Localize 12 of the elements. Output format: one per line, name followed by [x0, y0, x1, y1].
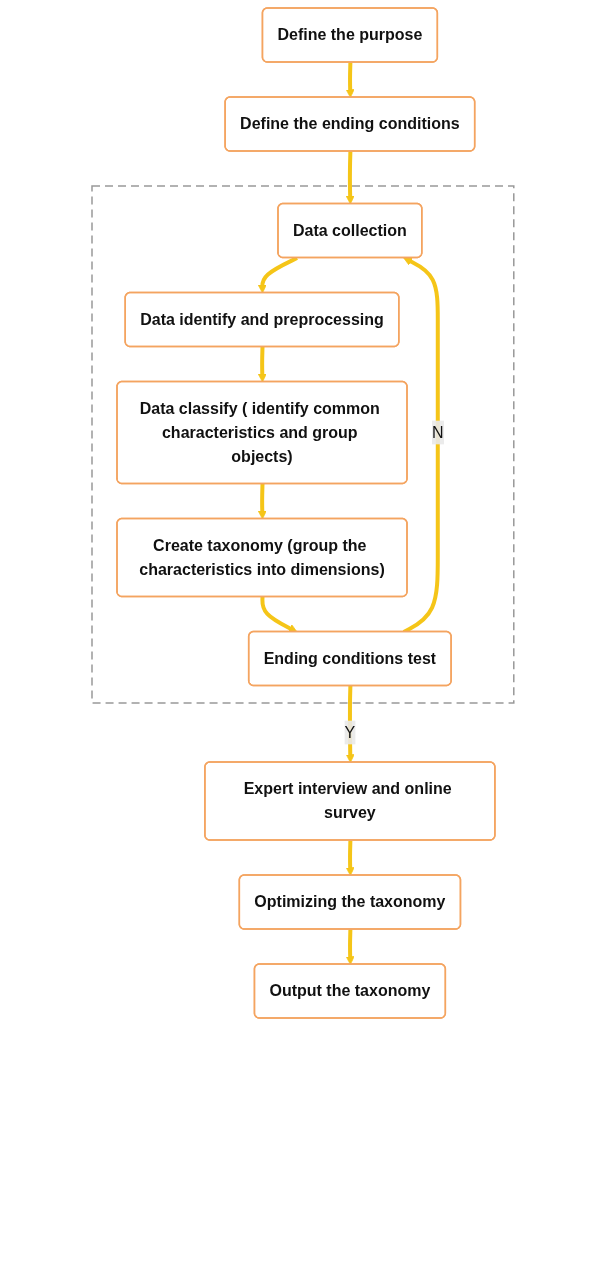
edge-label: Y: [344, 723, 355, 741]
edge-label: N: [431, 423, 444, 441]
arrow: [257, 256, 298, 294]
arrow: [257, 346, 267, 383]
arrow: [345, 151, 355, 205]
arrow: [345, 929, 355, 965]
arrow: [345, 840, 355, 876]
cluster: [90, 185, 515, 704]
arrow: [260, 596, 298, 633]
arrow: [345, 62, 355, 98]
arrow: [257, 483, 267, 520]
arrow: [345, 685, 355, 763]
